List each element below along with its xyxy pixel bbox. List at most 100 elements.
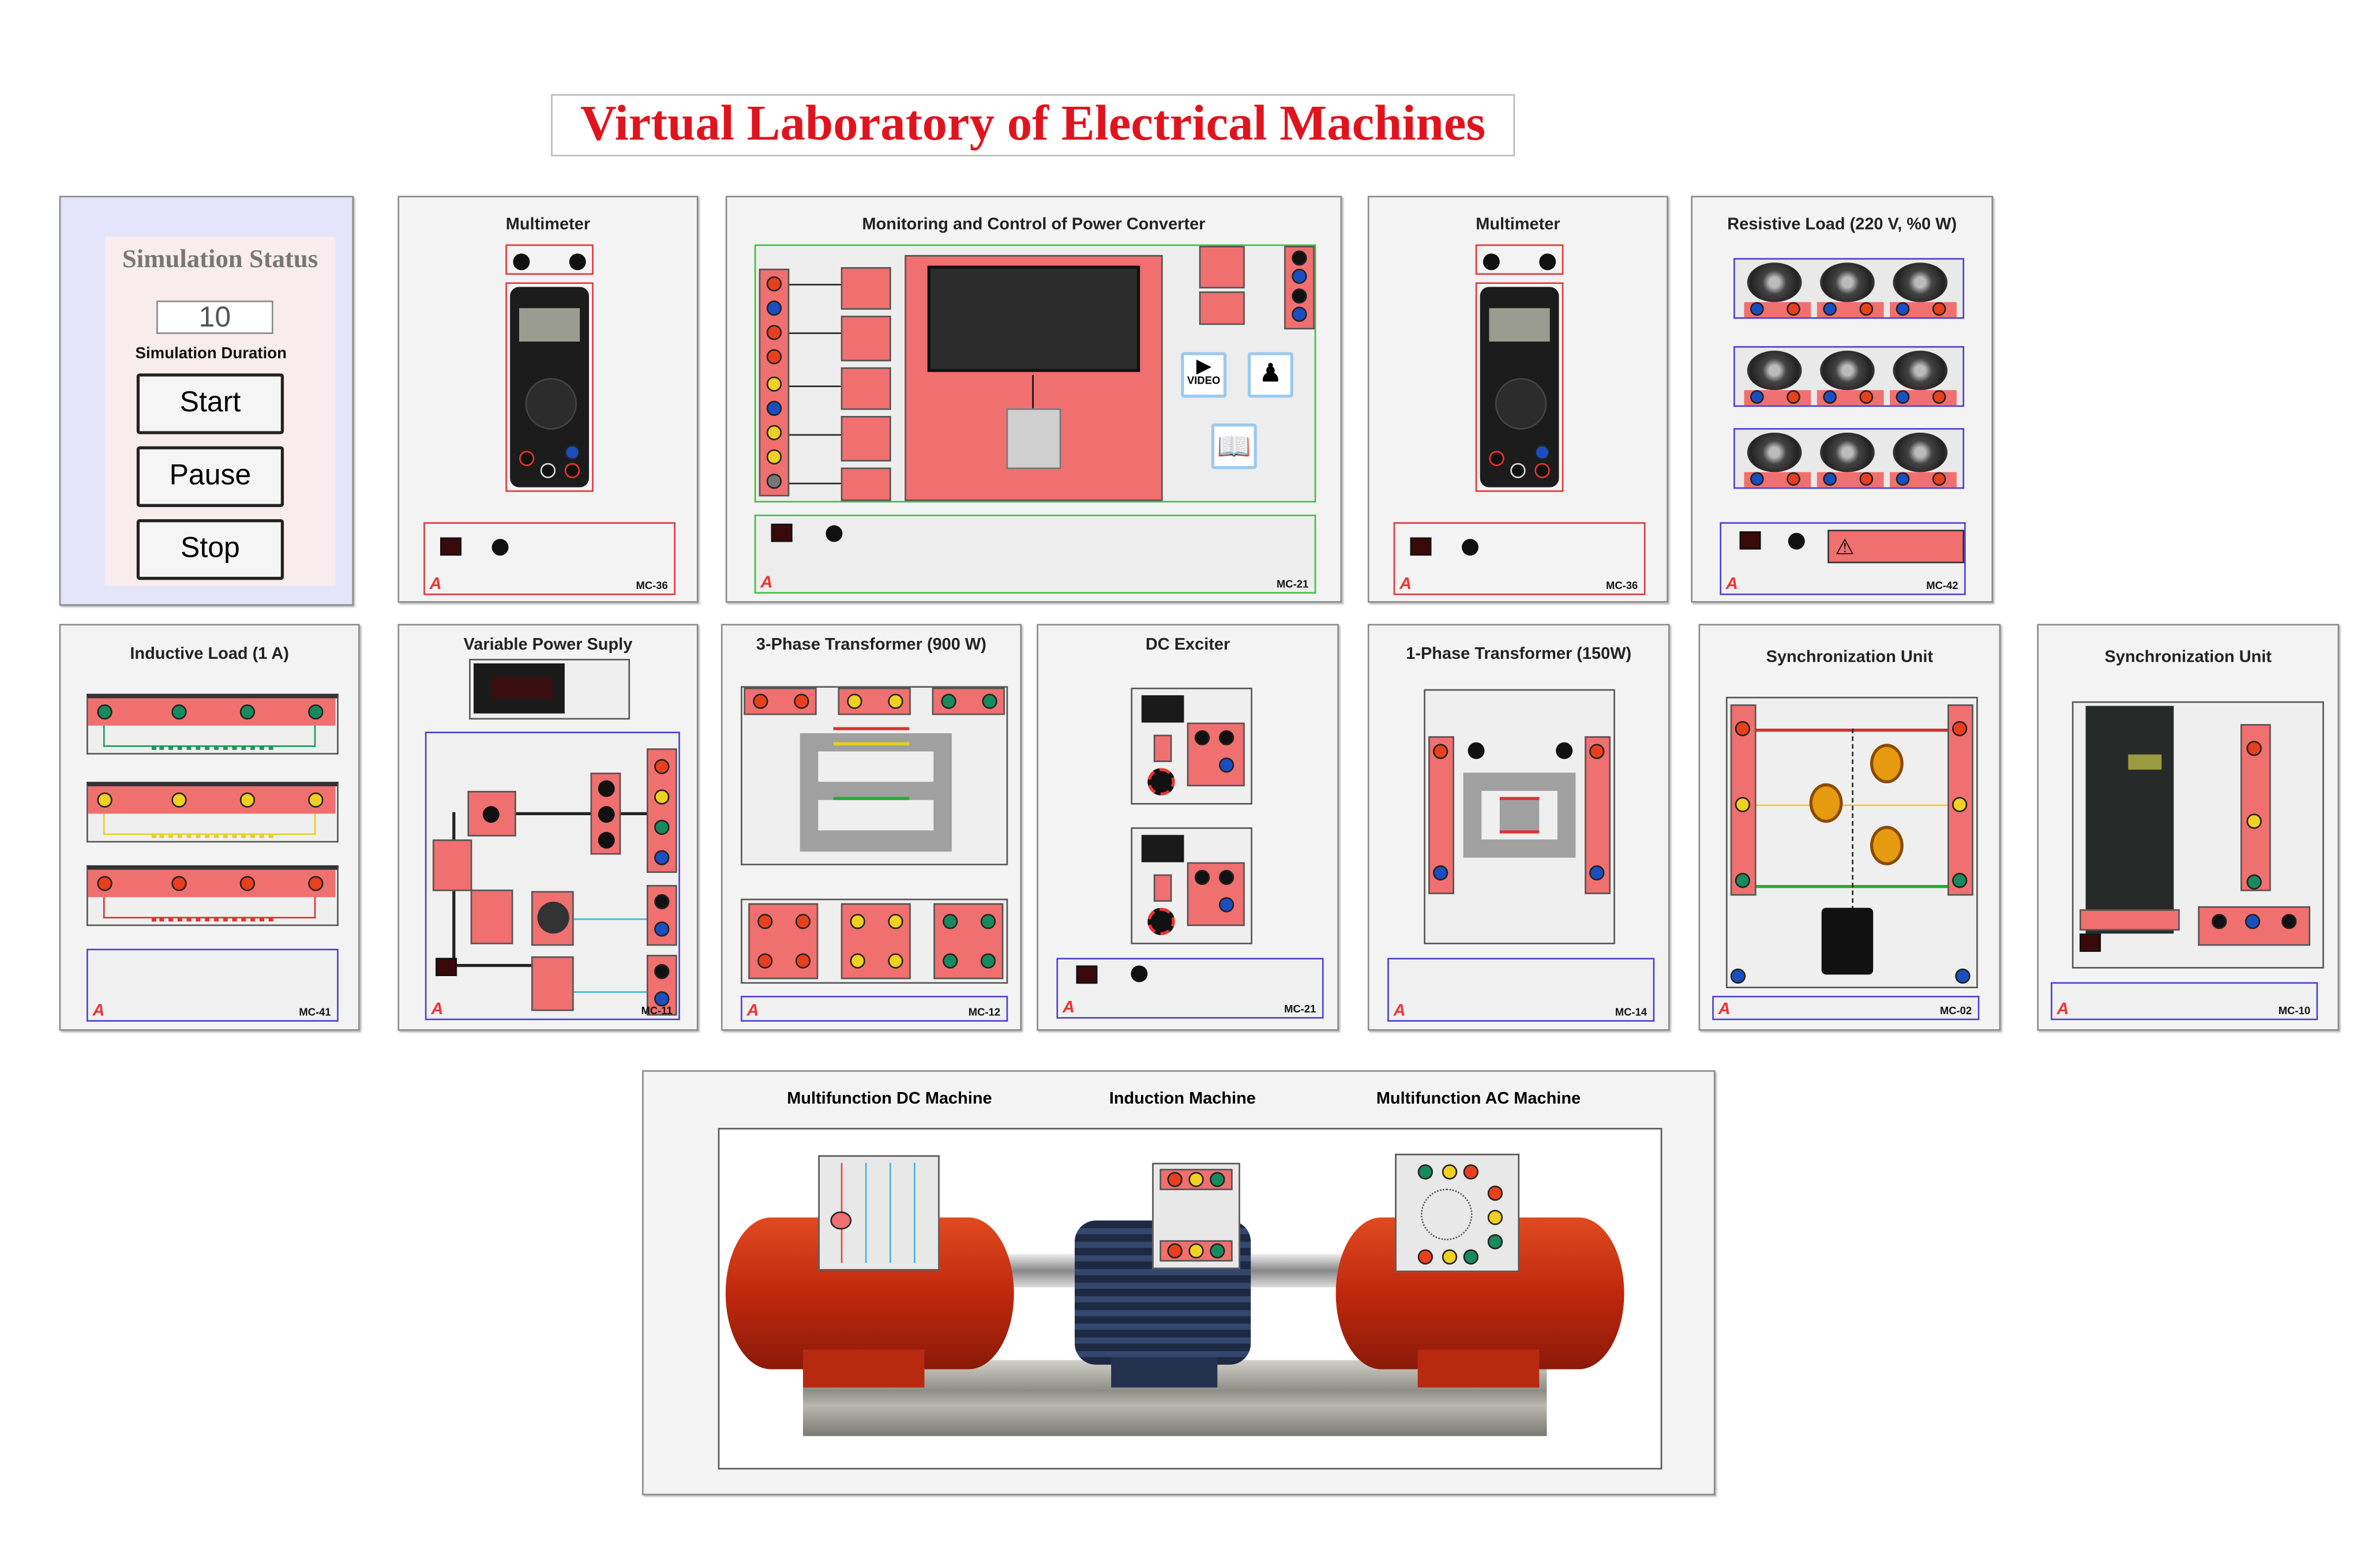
- terminal[interactable]: [1859, 390, 1874, 404]
- terminal[interactable]: [1859, 302, 1874, 316]
- module-code: MC-41: [299, 1008, 331, 1019]
- terminal[interactable]: [239, 876, 256, 891]
- terminal[interactable]: [1896, 472, 1910, 486]
- inductor-strip: [86, 693, 339, 755]
- warning-label: ⚠: [1827, 530, 1965, 564]
- resistor-fan-icon: [1893, 350, 1948, 391]
- terminal[interactable]: [1932, 390, 1946, 404]
- terminal[interactable]: [308, 792, 324, 808]
- terminal[interactable]: [1787, 472, 1800, 486]
- probe-jacks: [1475, 244, 1564, 275]
- exciter-dial[interactable]: [1147, 768, 1175, 796]
- transformer-terminals: [741, 898, 1008, 984]
- start-button[interactable]: Start: [136, 373, 284, 434]
- power-switch[interactable]: [440, 537, 461, 556]
- terminal[interactable]: [1896, 302, 1910, 316]
- power-switch[interactable]: [1076, 965, 1098, 984]
- multimeter-device[interactable]: [1475, 282, 1564, 492]
- exciter-dial[interactable]: [1147, 907, 1175, 935]
- synchroscope-diagram: [1725, 696, 1978, 989]
- converter-area: ▶VIDEO ♟ 📖: [754, 244, 1316, 502]
- brand-logo: A: [1725, 575, 1738, 594]
- induction-machine-title: Induction Machine: [1109, 1090, 1256, 1108]
- module-title: Synchronization Unit: [2104, 648, 2272, 667]
- machine-bench: [718, 1128, 1663, 1470]
- module-title: Inductive Load (1 A): [130, 645, 289, 663]
- power-switch[interactable]: [1410, 537, 1432, 556]
- power-switch[interactable]: [2080, 933, 2101, 952]
- resistor-fan-icon: [1893, 432, 1948, 472]
- power-switch[interactable]: [1739, 531, 1761, 550]
- book-button[interactable]: 📖: [1211, 423, 1257, 470]
- simulation-duration-input[interactable]: 10: [156, 301, 273, 334]
- rotary-dial[interactable]: [1495, 378, 1547, 430]
- terminal-strip: [1744, 302, 1811, 317]
- drive-diagram: [2071, 701, 2324, 969]
- rotary-dial[interactable]: [525, 378, 577, 430]
- terminal[interactable]: [1896, 390, 1910, 404]
- terminal[interactable]: [1787, 302, 1800, 316]
- resistor-fan-icon: [1747, 350, 1802, 391]
- sync-lamp: [1870, 826, 1904, 865]
- terminal[interactable]: [1859, 472, 1874, 486]
- sync-switch[interactable]: [1821, 907, 1874, 975]
- terminal[interactable]: [1787, 390, 1800, 404]
- terminal[interactable]: [97, 704, 112, 720]
- open-book-icon: 📖: [1217, 431, 1251, 462]
- terminal[interactable]: [171, 704, 187, 720]
- terminal[interactable]: [239, 704, 256, 720]
- terminal[interactable]: [1823, 390, 1837, 404]
- induction-terminal-plate: [1152, 1162, 1240, 1269]
- terminal[interactable]: [1823, 302, 1837, 316]
- terminal[interactable]: [308, 876, 324, 891]
- controller-board: [905, 255, 1163, 501]
- dc-machine-title: Multifunction DC Machine: [787, 1090, 992, 1108]
- terminal[interactable]: [308, 704, 324, 720]
- terminal[interactable]: [1823, 472, 1837, 486]
- terminal[interactable]: [97, 792, 112, 808]
- touch-screen[interactable]: [927, 265, 1140, 372]
- monitoring-control-module[interactable]: Monitoring and Control of Power Converte…: [725, 196, 1342, 603]
- terminal[interactable]: [1750, 302, 1764, 316]
- person-icon: ♟: [1259, 361, 1282, 388]
- terminal-strip: [1890, 472, 1957, 487]
- resistor-bank: [1733, 428, 1965, 489]
- module-title: Variable Power Suply: [463, 636, 633, 655]
- terminal[interactable]: [171, 792, 187, 808]
- lcd-display: [1489, 308, 1550, 342]
- terminal[interactable]: [1932, 472, 1946, 486]
- dc-machine-foot: [803, 1349, 925, 1388]
- terminal[interactable]: [97, 876, 112, 891]
- brand-logo: A: [429, 575, 442, 594]
- power-switch[interactable]: [436, 958, 457, 976]
- video-button[interactable]: ▶VIDEO: [1181, 352, 1227, 398]
- terminal[interactable]: [171, 876, 187, 891]
- module-title: DC Exciter: [1145, 636, 1230, 655]
- ac-terminal-plate: [1395, 1153, 1520, 1273]
- pause-button[interactable]: Pause: [136, 446, 284, 507]
- user-manual-button[interactable]: ♟: [1248, 352, 1293, 398]
- stop-button[interactable]: Stop: [136, 519, 284, 580]
- terminal[interactable]: [239, 792, 256, 808]
- terminal[interactable]: [1932, 302, 1946, 316]
- terminal[interactable]: [1750, 390, 1764, 404]
- module-code: MC-36: [1605, 581, 1638, 592]
- terminal[interactable]: [1750, 472, 1764, 486]
- lcd-display: [519, 308, 580, 342]
- power-switch[interactable]: [771, 523, 793, 542]
- multimeter-device[interactable]: [505, 282, 594, 492]
